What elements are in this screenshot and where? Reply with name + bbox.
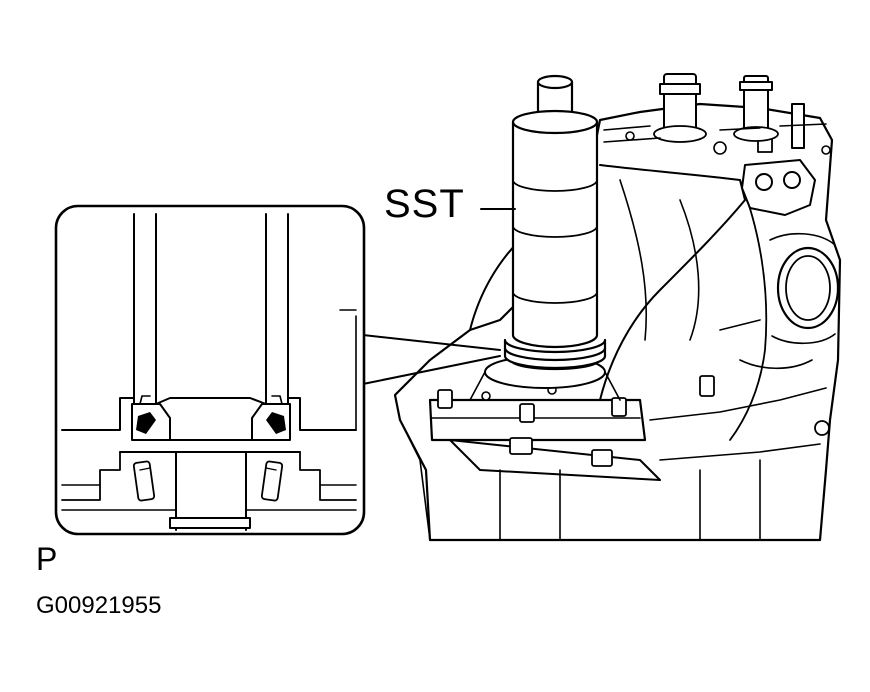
flange-bolts xyxy=(437,375,830,467)
callout-connector xyxy=(362,334,501,385)
sst-label: SST xyxy=(384,182,465,226)
figure-code: G00921955 xyxy=(36,592,162,619)
transmission-case xyxy=(393,73,842,542)
sst-tool xyxy=(503,74,607,371)
detail-inset xyxy=(54,204,366,536)
view-label: P xyxy=(36,541,58,577)
